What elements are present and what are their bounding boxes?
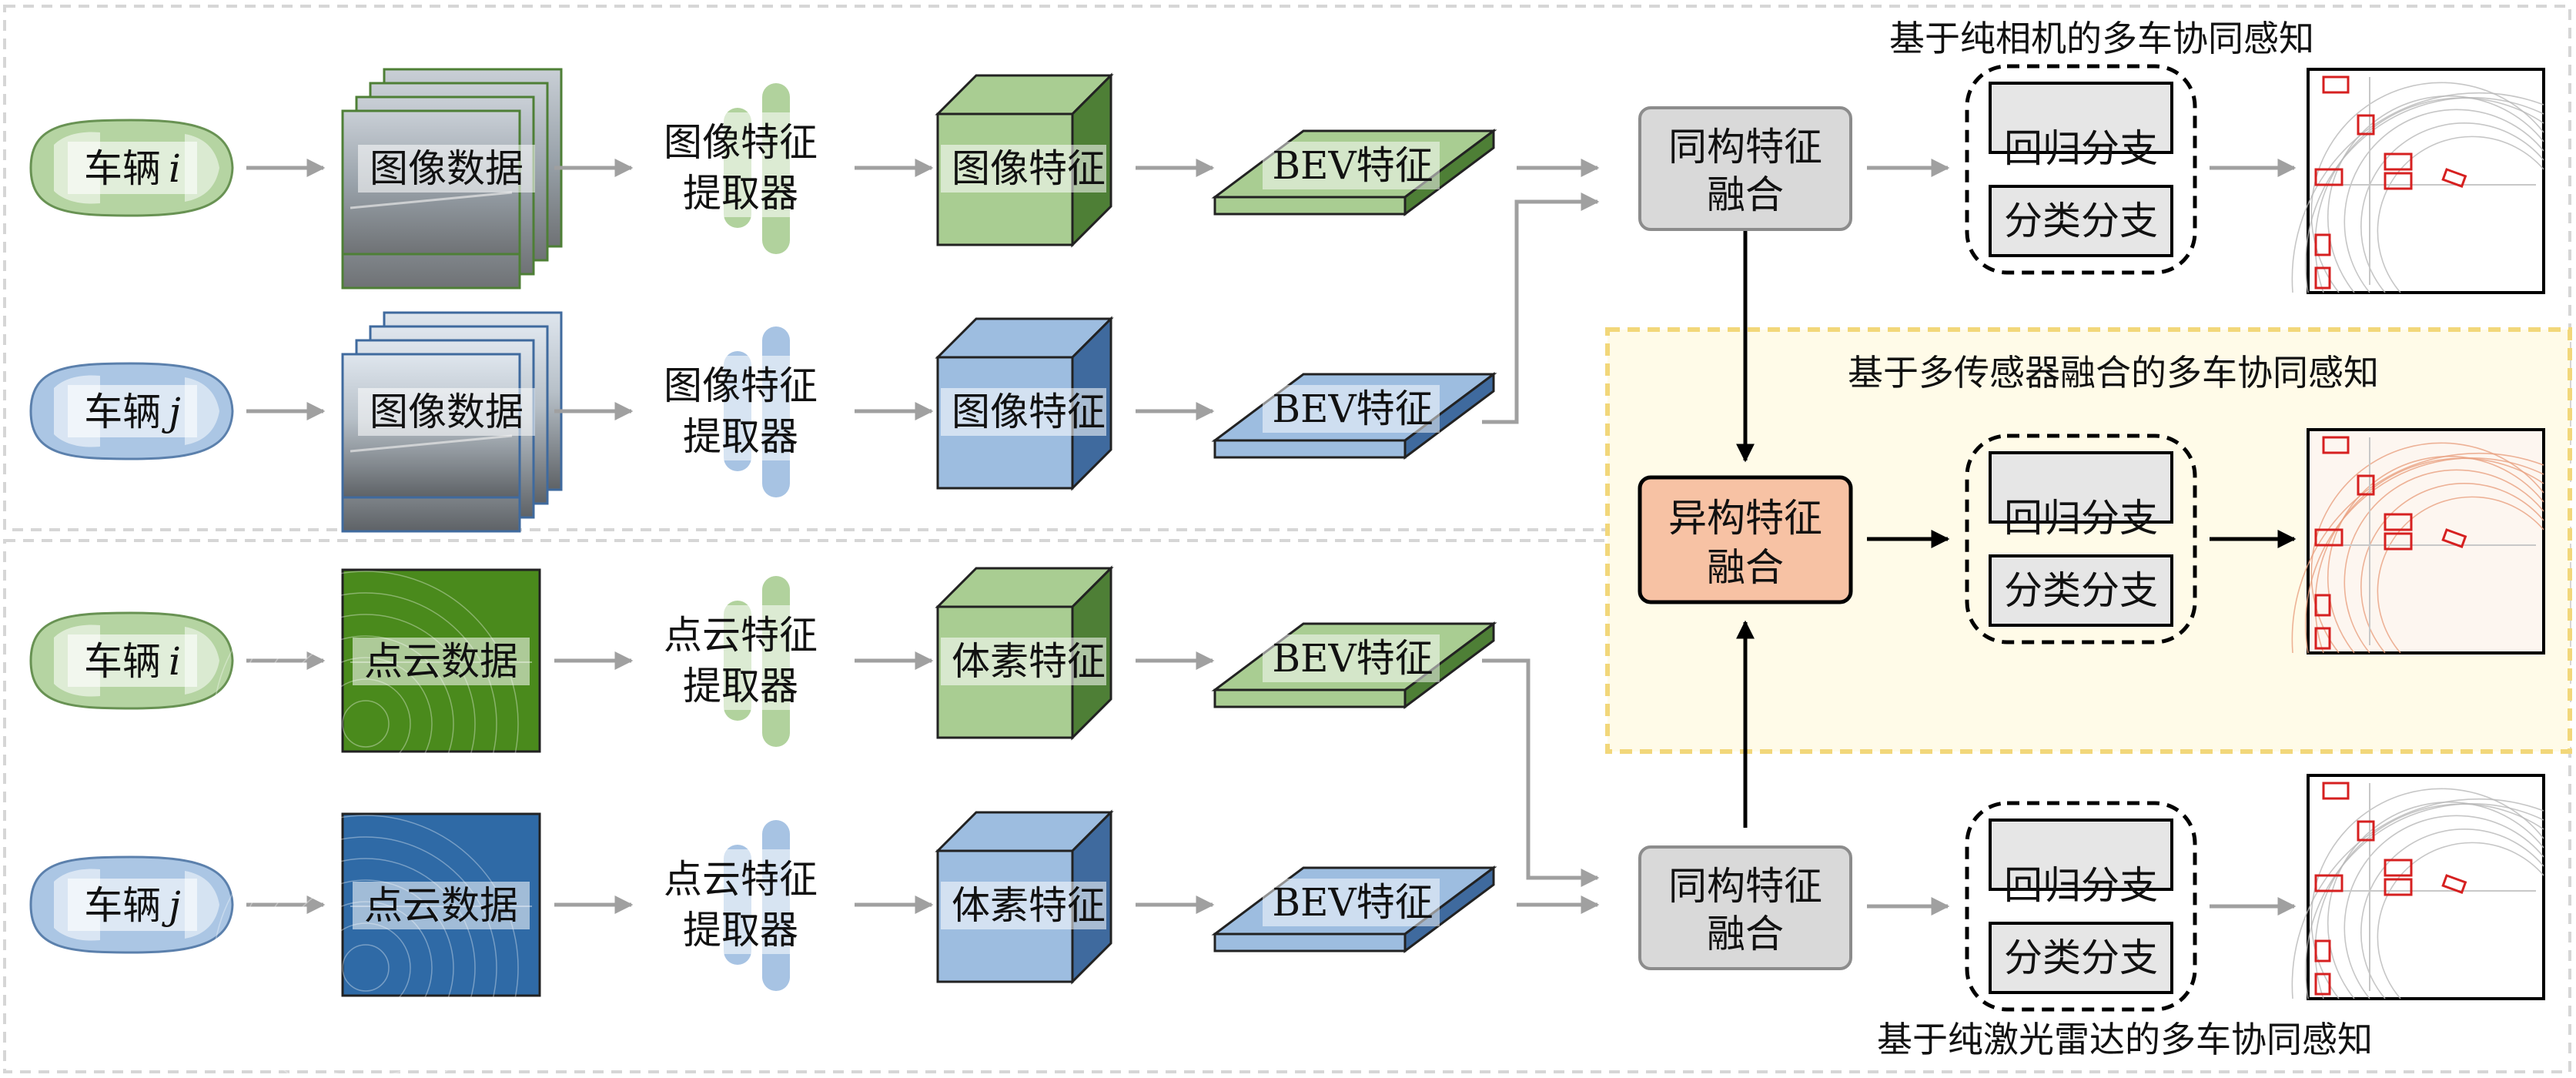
- homo-fusion-bottom: 同构特征 融合: [1638, 845, 1852, 970]
- feature-extractor: [648, 820, 831, 991]
- pointcloud-icon: [212, 812, 541, 1078]
- camera-section-border: [3, 5, 2571, 531]
- lidar-title: 基于纯激光雷达的多车协同感知: [1877, 1019, 2373, 1060]
- feature-label: 图像特征: [952, 390, 1106, 434]
- regression-branch-label: 回归分支: [2004, 496, 2158, 541]
- homo-top-line2: 融合: [1707, 172, 1784, 217]
- data-label: 点云数据: [364, 883, 518, 928]
- regression-branch-label: 回归分支: [2004, 126, 2158, 171]
- camera-title: 基于纯相机的多车协同感知: [1889, 18, 2314, 59]
- hetero-line2: 融合: [1707, 545, 1784, 590]
- arrow-bev-i-lidar-to-fusion: [1482, 658, 1600, 887]
- homo-fusion-top: 同构特征 融合: [1638, 106, 1852, 231]
- feature-label: 体素特征: [952, 883, 1106, 928]
- bev-label: BEV特征: [1272, 880, 1433, 925]
- hetero-line1: 异构特征: [1668, 496, 1822, 541]
- extractor-line2: 提取器: [683, 664, 798, 708]
- classification-branch-label: 分类分支: [2004, 199, 2158, 243]
- car-icon: [29, 855, 234, 954]
- feature-extractor: [648, 326, 831, 497]
- extractor-line2: 提取器: [683, 414, 798, 459]
- feature-label: 体素特征: [952, 639, 1106, 684]
- bev-label: BEV特征: [1272, 636, 1433, 681]
- detection-result-icon: [2291, 774, 2545, 1000]
- extractor-line2: 提取器: [683, 908, 798, 952]
- homo-bottom-line2: 融合: [1707, 912, 1784, 956]
- classification-branch-label: 分类分支: [2004, 936, 2158, 980]
- extractor-line1: 点云特征: [664, 613, 818, 658]
- classification-branch-label: 分类分支: [2004, 568, 2158, 613]
- homo-top-line1: 同构特征: [1668, 125, 1822, 169]
- detection-result-icon: [2291, 68, 2545, 294]
- fusion-title: 基于多传感器融合的多车协同感知: [1848, 352, 2379, 393]
- bev-label: BEV特征: [1272, 387, 1433, 431]
- extractor-line1: 图像特征: [664, 363, 818, 408]
- homo-bottom-line1: 同构特征: [1668, 864, 1822, 909]
- extractor-line1: 图像特征: [664, 120, 818, 165]
- car-icon: [29, 611, 234, 710]
- data-label: 点云数据: [364, 639, 518, 684]
- arrow-bev-j-cam-to-fusion: [1482, 192, 1600, 424]
- lidar-section-border: [3, 539, 2571, 1073]
- feature-extractor: [648, 576, 831, 747]
- extractor-line1: 点云特征: [664, 857, 818, 902]
- detection-result-icon: [2291, 428, 2545, 654]
- car-icon: [29, 362, 234, 460]
- data-label: 图像数据: [370, 390, 524, 434]
- hetero-fusion: 异构特征 融合: [1638, 475, 1853, 604]
- data-label: 图像数据: [370, 146, 524, 191]
- bev-label: BEV特征: [1272, 143, 1433, 188]
- car-icon: [29, 119, 234, 217]
- feature-label: 图像特征: [952, 146, 1106, 191]
- feature-extractor: [648, 83, 831, 254]
- regression-branch-label: 回归分支: [2004, 863, 2158, 908]
- extractor-line2: 提取器: [683, 171, 798, 216]
